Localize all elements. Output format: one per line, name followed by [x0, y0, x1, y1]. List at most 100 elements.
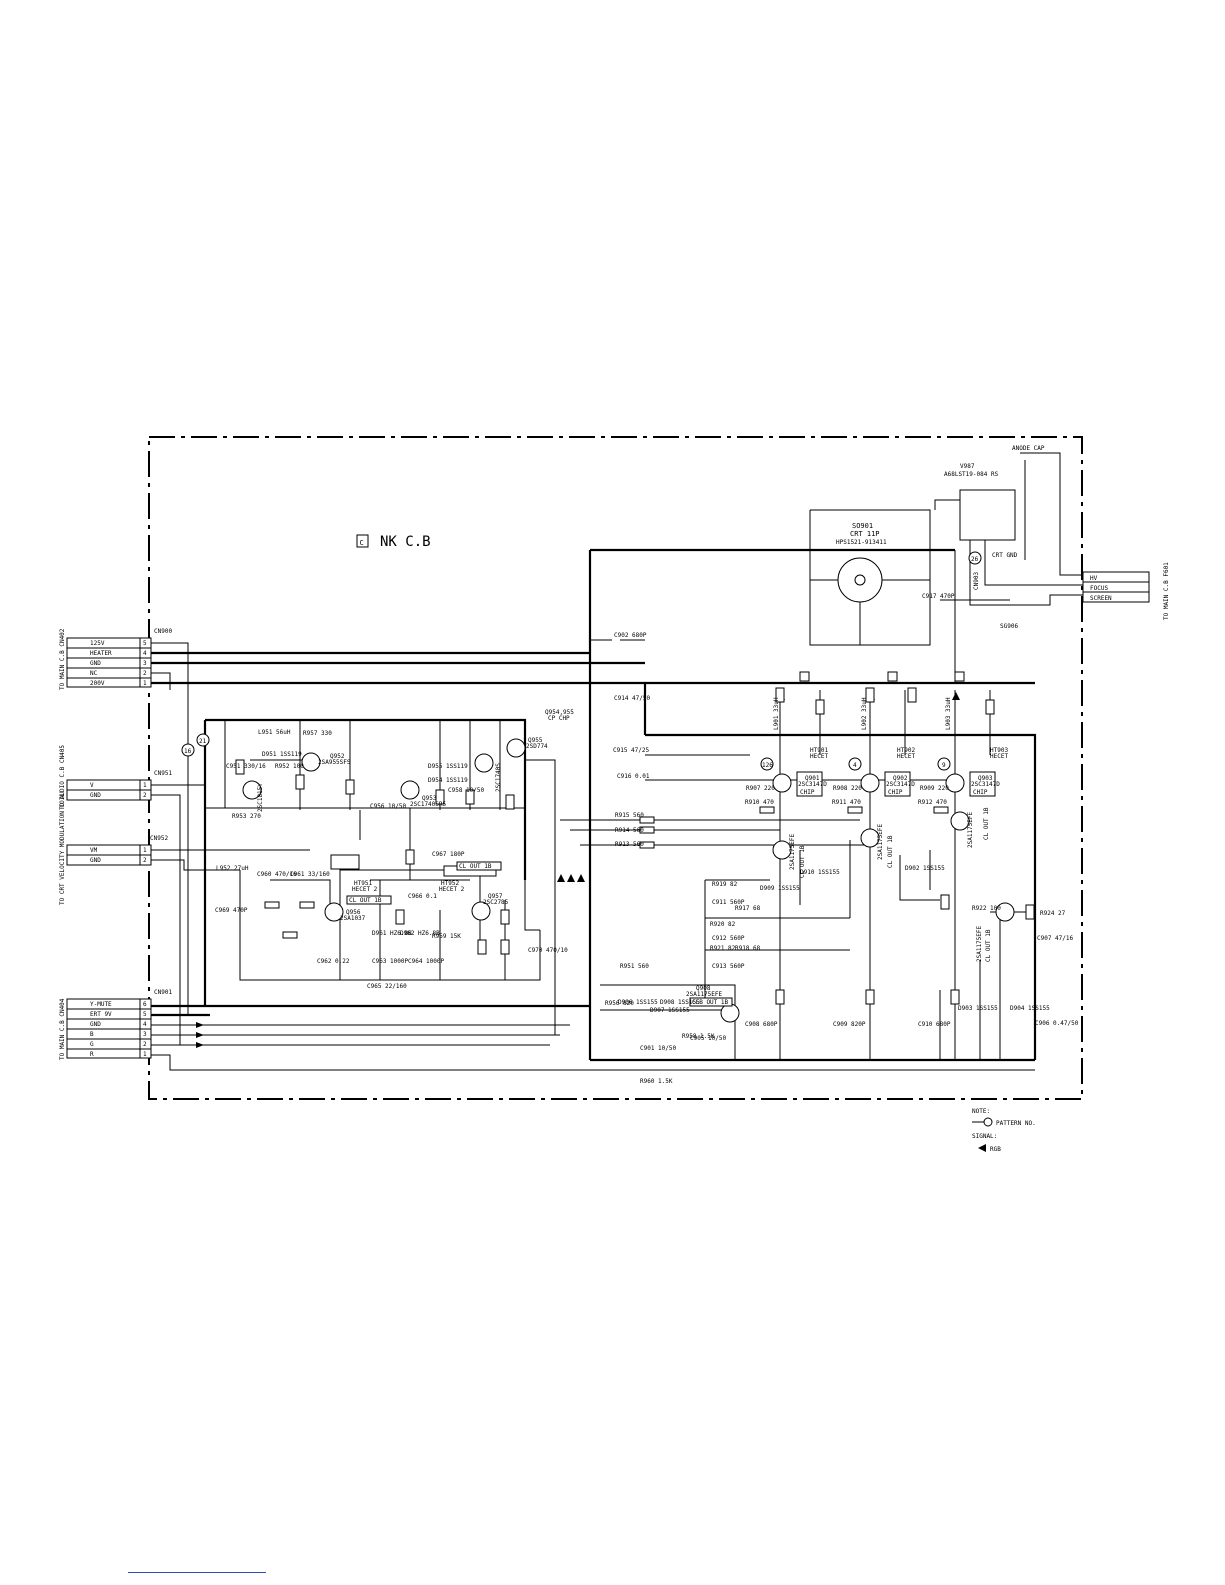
inductor-label: L903 33uH	[945, 697, 952, 730]
diode-label: D909 1SS155	[760, 885, 800, 892]
crt-socket: SO901 CRT 11P HPS1521-913411	[809, 509, 931, 646]
resistor-body	[500, 909, 510, 925]
capacitor-label: C906 0.47/50	[1035, 1020, 1079, 1027]
transistor-part: 2SA1175EFE	[967, 811, 974, 848]
resistor-body	[345, 779, 355, 795]
resistor-label: R952 100	[275, 763, 304, 770]
resistor-label: R907 220	[746, 785, 775, 792]
transistor-ref: Q952	[330, 753, 345, 760]
chip-tag-boxes	[346, 771, 996, 1007]
crt-part: A68LST19-084 RS	[944, 471, 999, 478]
cn900-pin-number: 3	[143, 660, 147, 667]
cn951-destination: TO AUDIO C.B CN405	[59, 745, 66, 810]
resistor-label: R959 15K	[432, 933, 461, 940]
heatsink-ht901-ref: HT901	[810, 747, 828, 754]
capacitor-label: C969 470P	[215, 907, 248, 914]
transistor-q952	[301, 752, 321, 772]
resistor-body	[264, 901, 280, 909]
board-letter: C	[360, 539, 364, 547]
resistor-label: R958 1.5K	[682, 1033, 715, 1040]
capacitor-label: C908 680P	[745, 1021, 778, 1028]
inductor-label: L902 33uH	[861, 697, 868, 730]
chip-tag-label: CL OUT 1B	[459, 863, 492, 870]
signal-markers	[196, 692, 960, 1048]
resistor-body	[282, 931, 298, 939]
footer-link-underline[interactable]	[128, 1572, 266, 1573]
cn951-pin-number: 2	[143, 792, 147, 799]
cn901-pin-number: 5	[143, 1011, 147, 1018]
resistor-body	[477, 939, 487, 955]
signal-title: SIGNAL:	[972, 1133, 997, 1140]
resistor-label-group: R915 560 R914 560 R913 560 R910 470 R911…	[232, 730, 1066, 1085]
cn901-pin-number: 4	[143, 1021, 147, 1028]
resistor-body	[865, 687, 875, 703]
diode-label: D908 1SS155	[660, 999, 700, 1006]
to-main-hv: HV	[1090, 575, 1098, 582]
transistor-q901	[772, 773, 792, 793]
heatsink-ht903-label: HECET	[990, 753, 1008, 760]
chip-tag-label: CL OUT 1B	[985, 929, 992, 962]
resistor-label: R908 220	[833, 785, 862, 792]
note-title: NOTE:	[972, 1108, 990, 1115]
transistor-ref: Q957	[488, 893, 503, 900]
diode-label: D961 HZ6.8B	[372, 930, 412, 937]
cn900-pin-number: 1	[143, 680, 147, 687]
chip-tag-label: CL OUT 1B	[983, 807, 990, 840]
capacitor-label: C966 0.1	[408, 893, 437, 900]
capacitor-label: C902 680P	[614, 632, 647, 639]
cn900-pin-label: HEATER	[90, 650, 112, 657]
capacitor-label: C911 560P	[712, 899, 745, 906]
socket-name: CRT 11P	[850, 530, 880, 538]
capacitor-label: C962 0.22	[317, 958, 350, 965]
diode-label: D962 HZ6.8B	[400, 930, 440, 937]
rgb-transistors	[720, 773, 1015, 1023]
resistor-label: R910 470	[745, 799, 774, 806]
transistor-q902	[860, 773, 880, 793]
transistor-q907	[995, 902, 1015, 922]
resistor-body	[395, 909, 405, 925]
test-point: 16	[184, 748, 192, 755]
crt-anode: ANODE CAP	[1012, 445, 1045, 452]
transistor-q905	[860, 828, 880, 848]
transistor-q904	[772, 840, 792, 860]
diode-label: D955 1SS119	[428, 763, 468, 770]
gnd-returns	[151, 784, 310, 1045]
transistor-ref: Q901	[805, 775, 820, 782]
resistor-body	[985, 699, 995, 715]
capacitor-label: C970 470/10	[528, 947, 568, 954]
resistor-body	[847, 806, 863, 814]
resistor-body	[465, 789, 475, 805]
cn900-pin-label: 200V	[90, 680, 105, 687]
resistor-label: R921 82	[710, 945, 736, 952]
resistor-label: R920 82	[710, 921, 736, 928]
transistor-q955	[506, 738, 526, 758]
heatsink-ht951-ref: HT951	[354, 880, 372, 887]
capacitor-label: C914 47/50	[614, 695, 651, 702]
resistor-label: R914 560	[615, 827, 644, 834]
resistor-label: R917 68	[735, 905, 761, 912]
transistor-ref: Q955	[528, 737, 543, 744]
chip-tag-label: CHIP	[800, 789, 815, 796]
vm-transistors	[242, 738, 526, 922]
chip-tag-group: Q954,955 CP CHP CLB OUT 1B CHIP CHIP CHI…	[349, 709, 992, 1006]
board-name: NK C.B	[380, 534, 431, 550]
cn901-pin-number: 3	[143, 1031, 147, 1038]
capacitor-label: C917 470P	[922, 593, 955, 600]
cn952-pin-number: 1	[143, 847, 147, 854]
heatsink-ht901-label: HECET	[810, 753, 828, 760]
capacitor-label: C907 47/16	[1037, 935, 1074, 942]
resistor-label: R951 560	[620, 963, 649, 970]
crt-neck	[959, 489, 1016, 541]
resistor-glyphs	[235, 687, 1035, 1005]
heatsink-ht902-label: HECET	[897, 753, 915, 760]
resistor-body	[775, 687, 785, 703]
resistor-body	[865, 989, 875, 1005]
chip-tag-label: CL OUT 1B	[799, 845, 806, 878]
capacitor-label: C960 470/16	[257, 871, 297, 878]
transistor-q957	[471, 901, 491, 921]
capacitor-label: C910 680P	[918, 1021, 951, 1028]
socket-part: HPS1521-913411	[836, 539, 887, 546]
